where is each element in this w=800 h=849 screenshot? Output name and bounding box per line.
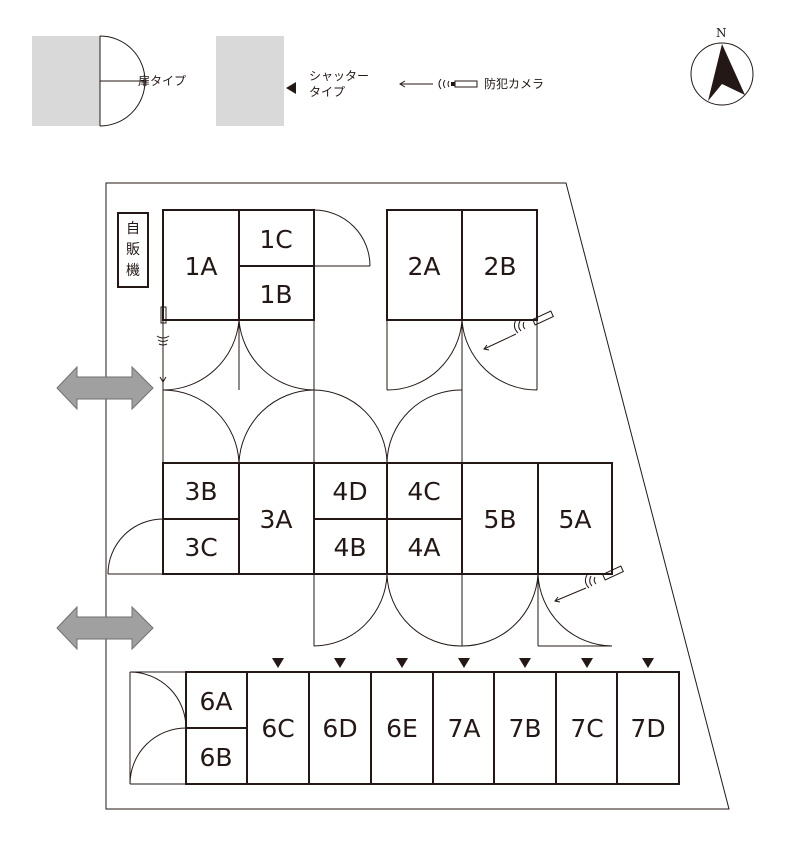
entrance-arrow-top-icon bbox=[56, 365, 154, 411]
unit-1a: 1A bbox=[184, 252, 217, 281]
legend-shutter-type-label-1: シャッター bbox=[309, 69, 369, 83]
legend-door-type: 扉タイプ bbox=[32, 35, 186, 127]
unit-6a: 6A bbox=[199, 687, 232, 716]
vending-machine-char-3: 機 bbox=[126, 263, 140, 279]
unit-6c: 6C bbox=[261, 714, 294, 743]
unit-4b: 4B bbox=[333, 533, 366, 562]
unit-6d: 6D bbox=[322, 714, 357, 743]
camera-2-icon bbox=[483, 310, 554, 351]
shutter-marker-6e-icon bbox=[396, 658, 408, 668]
camera-3-icon bbox=[554, 565, 624, 603]
unit-7b: 7B bbox=[508, 714, 541, 743]
shutter-marker-6c-icon bbox=[272, 658, 284, 668]
legend-camera: 防犯カメラ bbox=[399, 76, 544, 91]
unit-1b: 1B bbox=[259, 280, 292, 309]
legend-shutter-type-label-2: タイプ bbox=[309, 85, 345, 99]
vending-machine: 自 販 機 bbox=[117, 212, 149, 288]
shutter-markers bbox=[272, 658, 654, 668]
camera-1-icon bbox=[156, 306, 170, 383]
unit-7a: 7A bbox=[447, 714, 480, 743]
compass-north-icon: N bbox=[690, 26, 754, 106]
vending-machine-char-2: 販 bbox=[126, 242, 140, 258]
camera-wave-icon bbox=[438, 78, 450, 90]
legend-door-type-label: 扉タイプ bbox=[138, 74, 186, 88]
unit-3a: 3A bbox=[259, 505, 292, 534]
unit-labels: 1A 1C 1B 2A 2B 3B 3C 3A 4D 4C 4B 4A 5B 5… bbox=[184, 225, 665, 772]
unit-7c: 7C bbox=[570, 714, 603, 743]
unit-5a: 5A bbox=[558, 505, 591, 534]
shutter-marker-7d-icon bbox=[642, 658, 654, 668]
camera-icon bbox=[454, 80, 478, 88]
legend-camera-label: 防犯カメラ bbox=[484, 76, 544, 91]
unit-6b: 6B bbox=[199, 743, 232, 772]
shutter-marker-7b-icon bbox=[519, 658, 531, 668]
unit-6e: 6E bbox=[386, 714, 418, 743]
unit-3b: 3B bbox=[184, 477, 217, 506]
compass-north-label: N bbox=[716, 26, 727, 40]
entrance-arrow-bottom-icon bbox=[56, 605, 154, 651]
shutter-marker-icon bbox=[286, 82, 296, 94]
vending-machine-char-1: 自 bbox=[126, 221, 140, 237]
unit-walls bbox=[162, 209, 680, 785]
unit-7d: 7D bbox=[630, 714, 665, 743]
unit-3c: 3C bbox=[184, 533, 217, 562]
site-boundary bbox=[105, 182, 730, 810]
unit-4d: 4D bbox=[332, 477, 367, 506]
legend: 扉タイプ シャッター タイプ 防犯カメラ bbox=[32, 35, 544, 127]
shutter-marker-7a-icon bbox=[458, 658, 470, 668]
shutter-marker-7c-icon bbox=[581, 658, 593, 668]
unit-4c: 4C bbox=[407, 477, 440, 506]
unit-1c: 1C bbox=[259, 225, 292, 254]
unit-2b: 2B bbox=[483, 252, 516, 281]
unit-4a: 4A bbox=[407, 533, 440, 562]
unit-5b: 5B bbox=[483, 505, 516, 534]
unit-2a: 2A bbox=[407, 252, 440, 281]
legend-shutter-type: シャッター タイプ bbox=[216, 36, 369, 126]
shutter-marker-6d-icon bbox=[334, 658, 346, 668]
door-swings bbox=[107, 209, 613, 785]
